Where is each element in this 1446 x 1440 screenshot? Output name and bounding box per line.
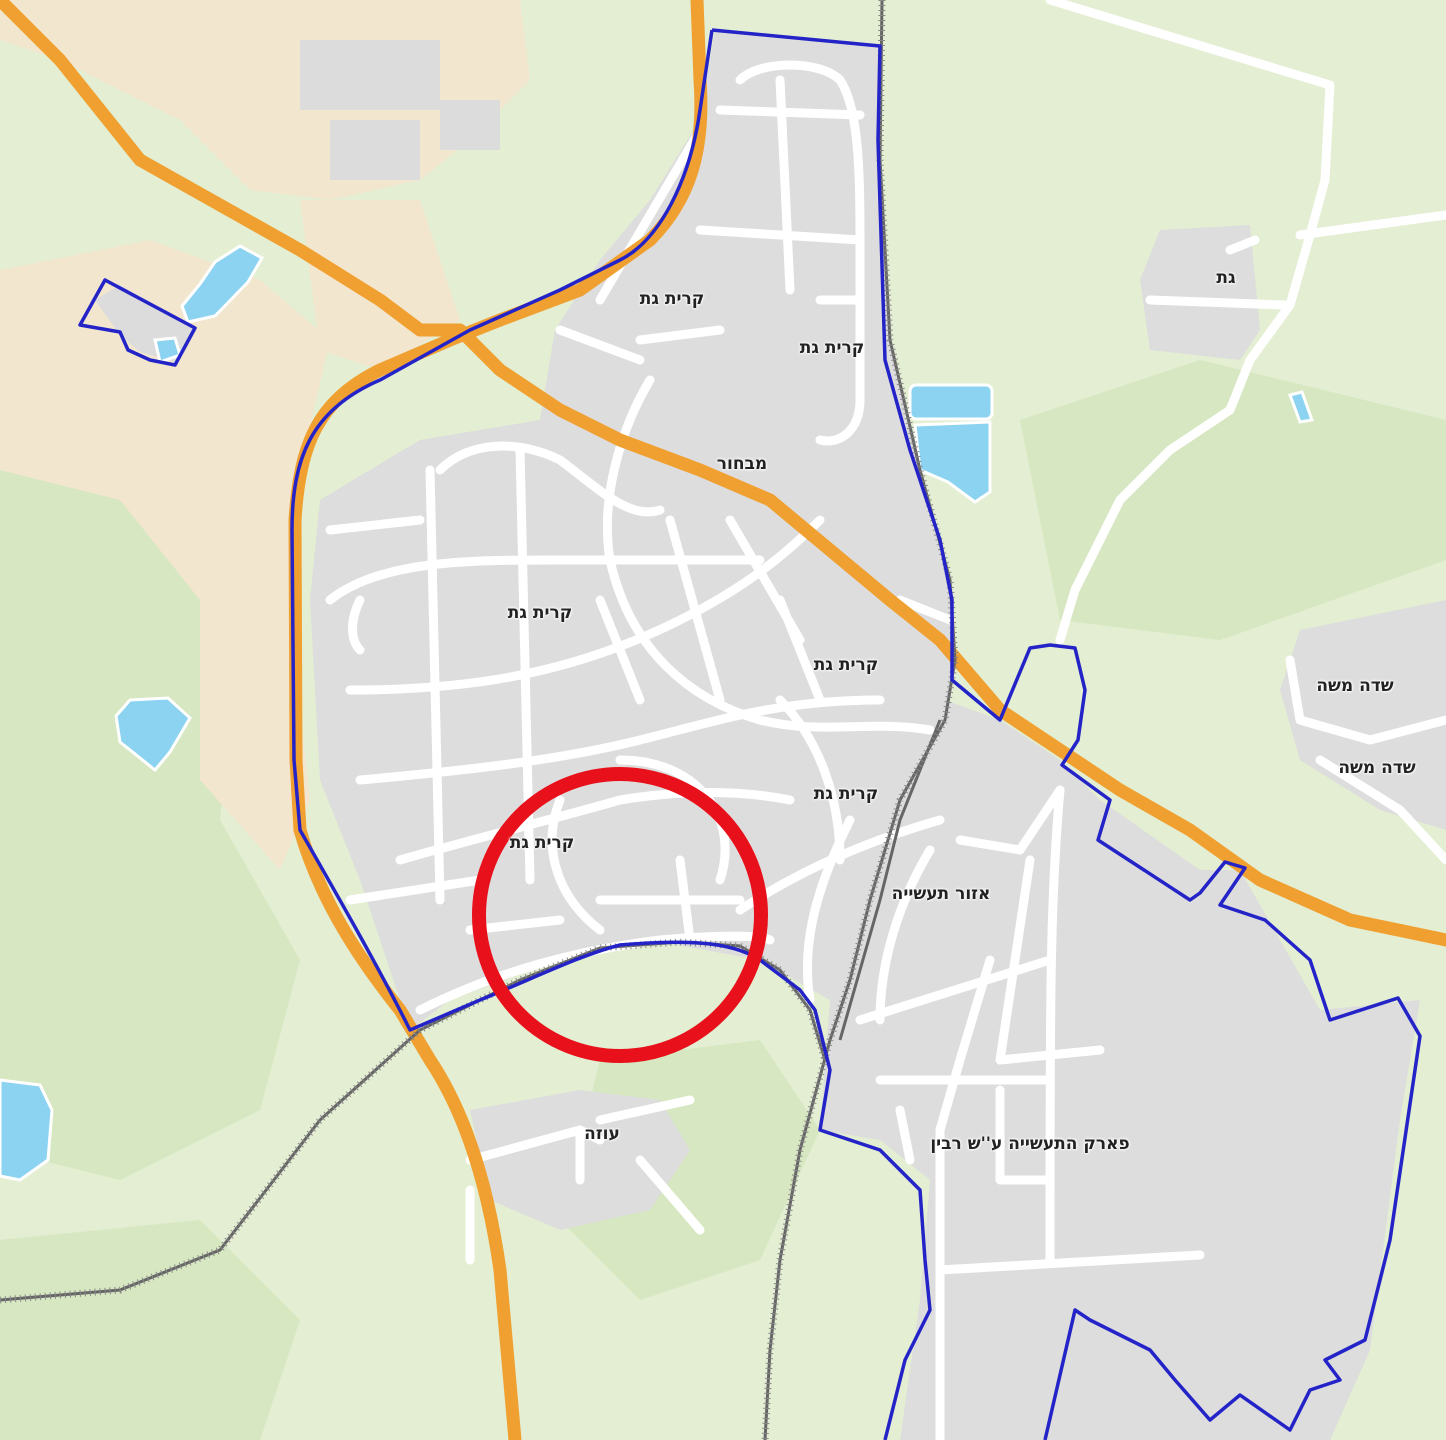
label-kiryat-gat-northeast: קרית גת [799, 338, 865, 358]
label-uza: עוזה [584, 1124, 620, 1144]
label-kiryat-gat-south: קרית גת [509, 833, 575, 853]
label-kiryat-gat-west: קרית גת [507, 603, 573, 623]
label-gat: גת [1216, 268, 1236, 288]
label-kiryat-gat-east: קרית גת [813, 655, 879, 675]
label-kiryat-gat-southeast: קרית גת [813, 784, 879, 804]
label-industrial-park: פארק התעשייה ע''ש רבין [930, 1134, 1130, 1154]
highlight-circle [472, 767, 768, 1063]
label-sde-moshe-2: שדה משה [1338, 758, 1416, 778]
water-bodies [0, 244, 1315, 1182]
minor-roads [325, 0, 1446, 1440]
nw-built [95, 40, 500, 362]
municipal-boundaries [78, 28, 1422, 1440]
label-industrial-zone: אזור תעשייה [891, 884, 991, 904]
label-kiryat-gat-north: קרית גת [639, 289, 705, 309]
railway-ticks [0, 0, 959, 1440]
label-sde-moshe-1: שדה משה [1316, 676, 1394, 696]
label-mavchor: מבחור [716, 454, 768, 474]
